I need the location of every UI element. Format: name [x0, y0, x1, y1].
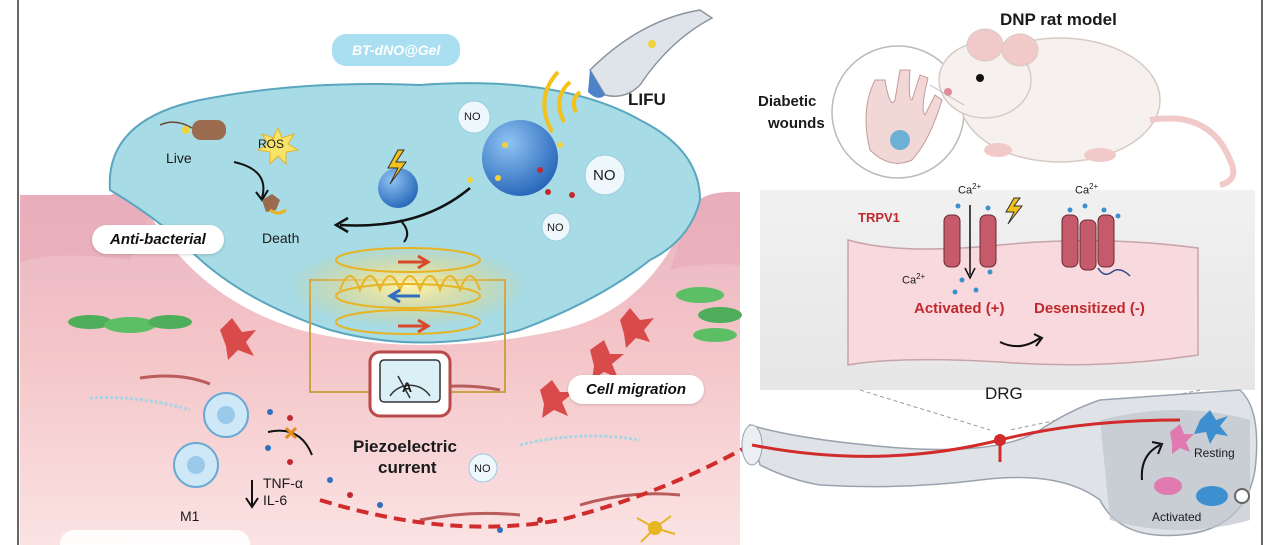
lightning-icon-2	[1005, 197, 1024, 225]
bacteria-live-icon	[159, 120, 226, 140]
no-label-4: NO	[474, 463, 491, 475]
drg-soma	[994, 434, 1006, 446]
ca-label-top-activated: Ca2+	[958, 182, 981, 197]
ultrasound-waves-icon	[542, 70, 582, 133]
ca-text: Ca	[958, 184, 973, 197]
ca-text: Ca	[1075, 184, 1090, 197]
microglia-resting-icon	[1170, 410, 1228, 454]
skin-layer-top-right	[670, 191, 740, 270]
ultrasound-probe-icon	[588, 9, 714, 98]
drg-zoom-line-left	[859, 389, 991, 431]
trpv1-channel-desensitized	[1061, 214, 1131, 277]
cytokine-arrow	[267, 429, 313, 456]
block-x-icon	[284, 426, 298, 440]
piezoelectric-label-line1: Piezoelectric	[353, 437, 457, 456]
transition-arrowhead	[1033, 333, 1044, 347]
no-bubble-1	[457, 100, 491, 134]
ros-label: ROS	[258, 137, 285, 151]
no-label-2: NO	[593, 167, 616, 184]
m1-label: M1	[180, 508, 200, 524]
rat-icon	[938, 28, 1237, 188]
bt-dno-gel-tag: BT-dNO@Gel	[332, 34, 461, 66]
release-arrow	[339, 187, 471, 227]
diabetic-wounds-line1: Diabetic	[758, 93, 817, 110]
drg-zoom-line-right	[1009, 389, 1201, 431]
no-bubble-2	[584, 154, 626, 196]
fibroblast-cells-right	[676, 287, 742, 342]
coil-glow	[288, 244, 528, 328]
release-arrowhead	[333, 216, 349, 234]
nerve-fiber-dashed	[319, 443, 751, 529]
live-label: Live	[166, 150, 192, 166]
no-label-1: NO	[464, 111, 481, 123]
particle-dots	[467, 142, 575, 198]
kill-arrow	[233, 161, 265, 199]
microglia-activated-icon	[1154, 477, 1250, 506]
no-label-3: NO	[547, 222, 564, 234]
ca-label-inside: Ca2+	[902, 272, 925, 287]
coil-arrow	[399, 219, 409, 243]
piezo-coil	[335, 247, 481, 335]
current-arrow-top	[398, 254, 431, 270]
cytokine-dots	[265, 409, 543, 533]
ca-superscript: 2+	[972, 182, 982, 191]
resting-label: Resting	[1194, 446, 1235, 460]
ca-label-top-desensitized: Ca2+	[1075, 182, 1098, 197]
death-label: Death	[262, 230, 300, 246]
bt-dno-nanoparticle-large	[482, 120, 558, 196]
bt-dno-nanoparticle-small	[378, 168, 418, 208]
bacteria-dead-icon	[262, 194, 287, 215]
anti-bacterial-label: Anti-bacterial	[92, 225, 224, 254]
dnp-rat-model-title: DNP rat model	[1000, 10, 1117, 29]
trpv1-label: TRPV1	[858, 210, 900, 225]
rat-paw-icon	[865, 69, 943, 164]
current-arrow-bottom	[398, 318, 431, 334]
neuron-cell-icon	[636, 515, 676, 543]
il6-label: IL-6	[263, 492, 288, 508]
lightning-icon	[387, 149, 407, 185]
ammeter-letter: A	[402, 379, 413, 395]
ca-text: Ca	[902, 274, 917, 287]
piezoelectric-label-line2: current	[378, 458, 437, 477]
microglia-arrowhead	[1151, 441, 1164, 455]
zoom-line	[929, 84, 965, 106]
ca-superscript: 2+	[1089, 182, 1099, 191]
trpv1-channel-activated	[943, 214, 997, 268]
ca-influx-arrowhead	[964, 267, 976, 280]
fibroblast-cells-left	[68, 315, 192, 333]
migrating-cells	[220, 308, 654, 418]
no-bubble-4	[468, 453, 498, 483]
microglia-arrow	[1140, 444, 1161, 481]
no-bubble-3	[541, 212, 571, 242]
m1-macrophage-icon	[173, 392, 249, 488]
cropped-label-box	[60, 530, 250, 545]
down-arrow-icon	[245, 480, 259, 509]
current-arrow-middle	[387, 288, 420, 304]
lifu-label: LIFU	[628, 90, 666, 109]
activated-plus-label: Activated (+)	[914, 300, 1005, 317]
diabetic-wounds-line2: wounds	[768, 115, 825, 132]
activated-label: Activated	[1152, 510, 1202, 524]
drg-label: DRG	[985, 384, 1023, 403]
calcium-ions	[952, 203, 1121, 295]
transition-arrow	[999, 337, 1041, 348]
ros-burst-icon	[256, 126, 300, 166]
ca-superscript: 2+	[916, 272, 926, 281]
ammeter-icon	[368, 350, 452, 418]
tnf-label: TNF-α	[263, 475, 303, 491]
desensitized-minus-label: Desensitized (-)	[1034, 300, 1145, 317]
cell-migration-label: Cell migration	[568, 375, 705, 404]
